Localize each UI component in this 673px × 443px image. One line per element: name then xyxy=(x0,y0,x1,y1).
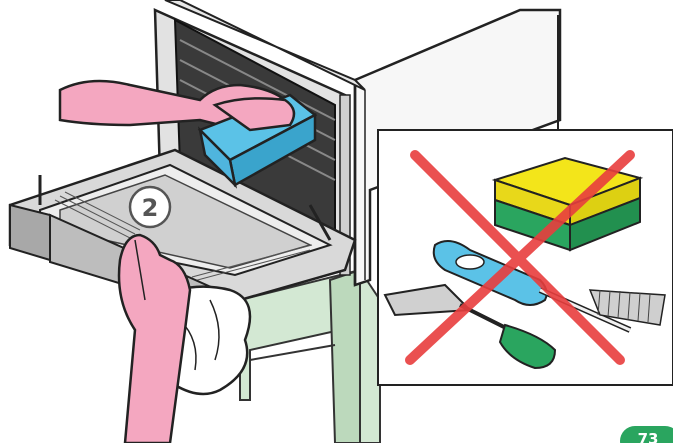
step-number: 2 xyxy=(142,194,159,222)
page-number-badge: 73 xyxy=(620,426,673,443)
page-number: 73 xyxy=(638,430,659,443)
step-badge: 2 xyxy=(130,187,170,227)
forbidden-tools-panel xyxy=(378,130,673,385)
oven-stand xyxy=(240,270,380,443)
